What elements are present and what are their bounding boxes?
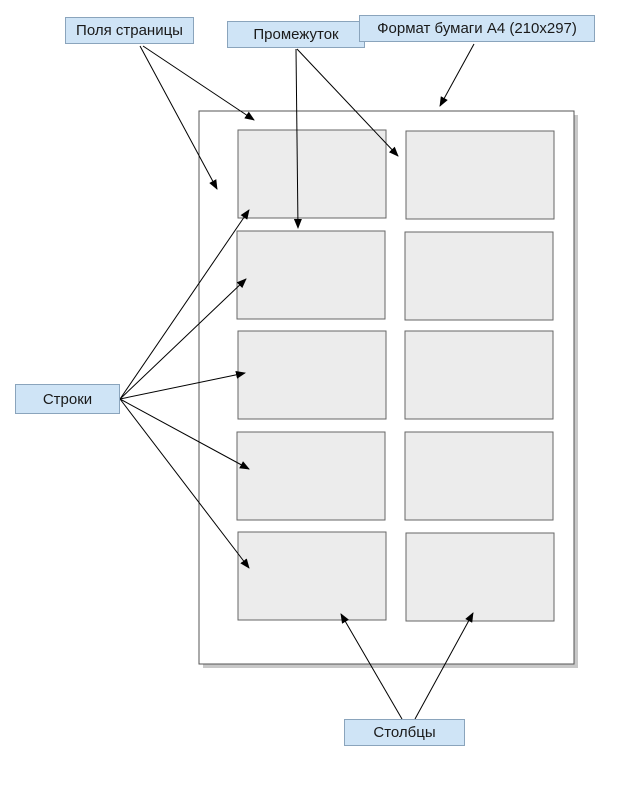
cell-r2-c2 <box>404 231 554 321</box>
arrow-gap-vertical <box>293 48 302 229</box>
cell-r1-c2 <box>405 130 555 220</box>
page-margins-label: Поля страницы <box>65 17 194 44</box>
arrow-rows-4 <box>119 398 250 470</box>
arrow-columns-2 <box>414 612 474 720</box>
arrow-rows-3 <box>119 370 246 400</box>
cell-r3-c2 <box>404 330 554 420</box>
arrow-margins-left <box>139 45 218 190</box>
columns-label: Столбцы <box>344 719 465 746</box>
cell-r4-c2 <box>404 431 554 521</box>
gap-label: Промежуток <box>227 21 365 48</box>
arrow-rows-2 <box>119 278 247 400</box>
arrow-margins-top <box>142 45 255 121</box>
cell-r4-c1 <box>236 431 386 521</box>
arrow-rows-1 <box>119 209 250 400</box>
cell-r5-c1 <box>237 531 387 621</box>
cell-r1-c1 <box>237 129 387 219</box>
rows-label: Строки <box>15 384 120 414</box>
arrow-format <box>439 43 475 107</box>
arrow-columns-1 <box>340 613 403 720</box>
arrow-rows-5 <box>119 398 250 569</box>
cell-r5-c2 <box>405 532 555 622</box>
cell-r3-c1 <box>237 330 387 420</box>
label-cells <box>236 129 555 622</box>
paper-format-label: Формат бумаги А4 (210x297) <box>359 15 595 42</box>
arrow-gap-horizontal <box>296 48 399 157</box>
cell-r2-c1 <box>236 230 386 320</box>
